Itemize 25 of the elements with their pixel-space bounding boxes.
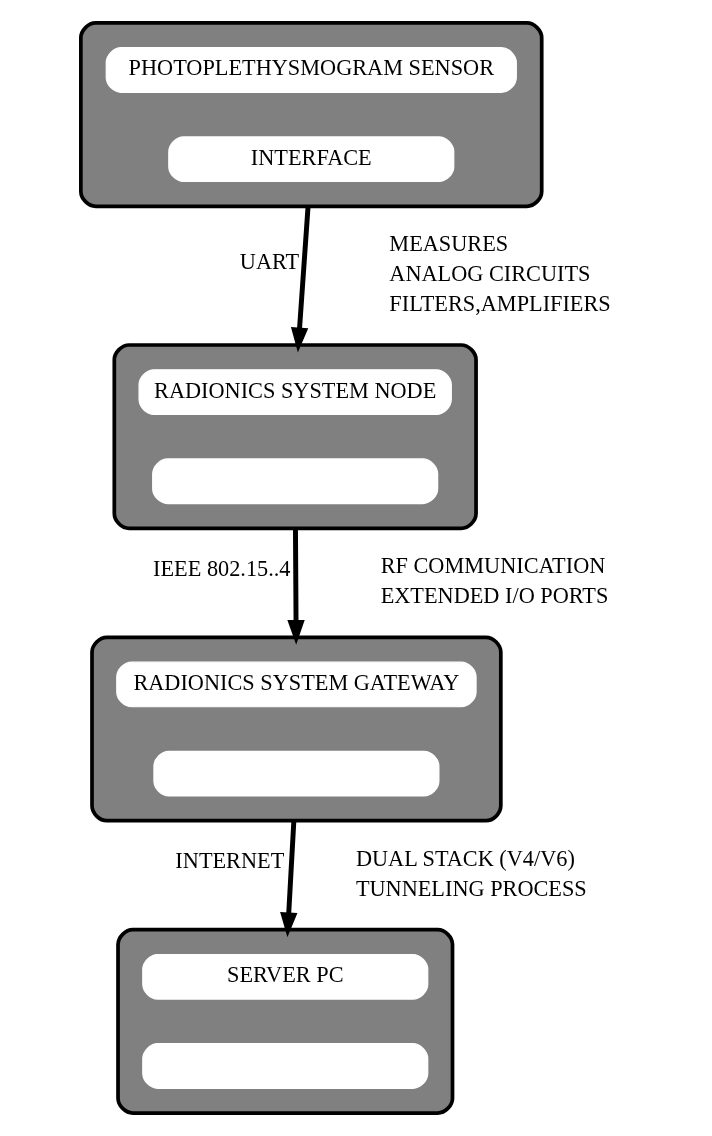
node-box: INTERFACE [167, 136, 454, 183]
label: DUAL STACK (V4/V6) [355, 845, 575, 871]
label: MEASURES [388, 231, 508, 257]
label: EXTENDED I/O PORTS [380, 583, 608, 609]
cluster [115, 927, 454, 1115]
label: ANALOG CIRCUITS [388, 261, 590, 287]
node-box: PHOTOPLETHYSMOGRAM SENSOR [105, 47, 517, 93]
edge-label: IEEE 802.15..4 [152, 556, 290, 581]
node-box: RADIONICS SYSTEM GATEWAY [115, 661, 477, 708]
cluster [111, 343, 478, 531]
label: TUNNELING PROCESS [355, 875, 587, 901]
edge-label: INTERNET [174, 848, 284, 874]
label: FILTERS,AMPLIFIERS [388, 290, 611, 316]
cluster [78, 21, 544, 209]
edge-label: UART [239, 248, 299, 274]
node-box: SERVER PC [141, 953, 428, 1000]
node-box [152, 750, 439, 797]
label: RF COMMUNICATION [380, 553, 605, 579]
arrow [290, 206, 311, 353]
node-box [151, 458, 438, 505]
arrow [286, 528, 305, 645]
cluster [89, 635, 503, 823]
arrow [279, 820, 297, 938]
node-box: RADIONICS SYSTEM NODE [137, 369, 452, 415]
node-box [141, 1043, 428, 1089]
